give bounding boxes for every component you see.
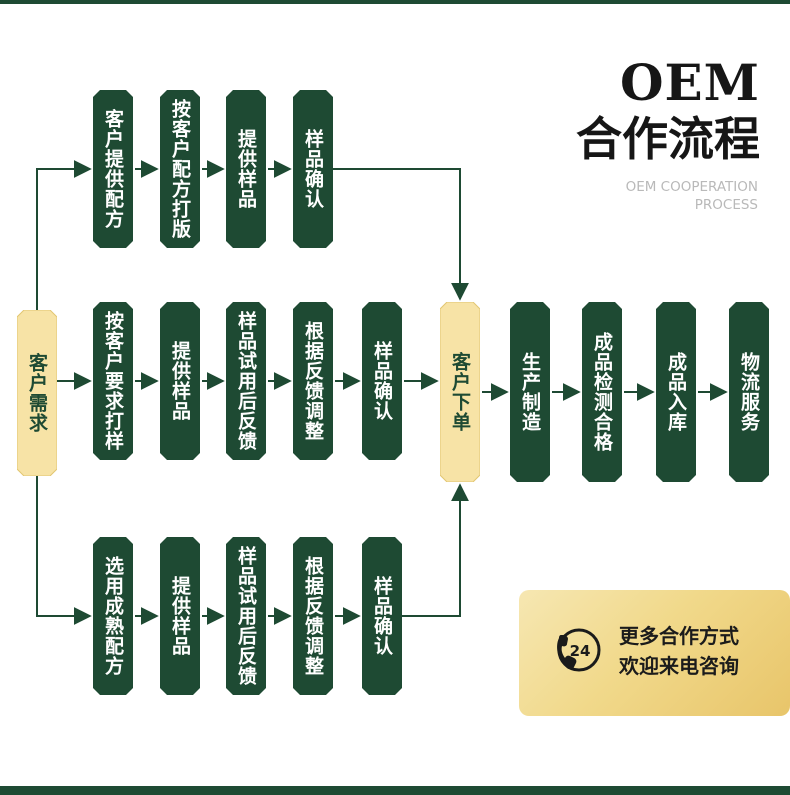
top-step-4-label: 样品确认 (302, 129, 324, 209)
bottom-step-5: 样品确认 (362, 537, 402, 695)
title-english-line-2: PROCESS (694, 197, 758, 213)
page-subtitle: 合作流程 (576, 112, 760, 166)
contact-banner[interactable]: 24 更多合作方式 欢迎来电咨询 (519, 590, 790, 716)
start-to-bottom-arrow (36, 476, 92, 625)
after-step-1-shape (510, 302, 550, 482)
middle-step-3: 样品试用后反馈 (226, 302, 266, 460)
bottom-to-order-arrow (402, 483, 469, 617)
top-step-1: 客户提供配方 (93, 90, 133, 248)
top-step-2: 按客户配方打版 (160, 90, 200, 248)
bottom-step-3-label: 样品试用后反馈 (235, 546, 257, 686)
bottom-step-3: 样品试用后反馈 (226, 537, 266, 695)
phone-badge: 24 (570, 642, 591, 660)
bottom-step-3-shape (226, 537, 266, 695)
top-step-4: 样品确认 (293, 90, 333, 248)
middle-step-5-shape (362, 302, 402, 460)
bottom-step-2-shape (160, 537, 200, 695)
top-step-2-shape (160, 90, 200, 248)
after-step-1: 生产制造 (510, 302, 550, 482)
bottom-step-4-shape (293, 537, 333, 695)
middle-step-2: 提供样品 (160, 302, 200, 460)
middle-step-3-shape (226, 302, 266, 460)
middle-step-4: 根据反馈调整 (293, 302, 333, 460)
bottom-step-4-label: 根据反馈调整 (302, 556, 324, 676)
top-step-1-label: 客户提供配方 (102, 109, 124, 229)
after-step-3: 成品入库 (656, 302, 696, 482)
after-step-3-label: 成品入库 (665, 352, 687, 432)
bottom-step-5-label: 样品确认 (371, 576, 393, 656)
top-step-3: 提供样品 (226, 90, 266, 248)
contact-line-2: 欢迎来电咨询 (619, 654, 739, 678)
middle-step-2-shape (160, 302, 200, 460)
bottom-step-5-shape (362, 537, 402, 695)
start-to-top-arrow (36, 160, 92, 310)
top-to-order-arrow (333, 168, 469, 301)
order-node-shape (440, 302, 480, 482)
top-step-3-label: 提供样品 (235, 129, 257, 209)
bottom-border (0, 786, 790, 795)
start-node-shape (17, 310, 57, 476)
bottom-step-1-shape (93, 537, 133, 695)
phone-24-icon: 24 (557, 628, 601, 672)
bottom-step-4: 根据反馈调整 (293, 537, 333, 695)
middle-step-1-shape (93, 302, 133, 460)
middle-step-2-label: 提供样品 (169, 341, 191, 421)
after-step-2-shape (582, 302, 622, 482)
after-step-3-shape (656, 302, 696, 482)
bottom-step-2: 提供样品 (160, 537, 200, 695)
after-step-2-label: 成品检测合格 (591, 332, 613, 452)
start-node: 客户需求 (17, 310, 57, 476)
top-border (0, 0, 790, 4)
title-english-line-1: OEM COOPERATION (625, 179, 758, 195)
after-step-4-shape (729, 302, 769, 482)
top-step-1-shape (93, 90, 133, 248)
middle-step-1: 按客户要求打样 (93, 302, 133, 460)
middle-step-4-label: 根据反馈调整 (302, 321, 324, 441)
contact-line-1: 更多合作方式 (619, 624, 739, 648)
bottom-step-1-label: 选用成熟配方 (102, 556, 124, 676)
middle-step-4-shape (293, 302, 333, 460)
after-step-2: 成品检测合格 (582, 302, 622, 482)
after-step-4-label: 物流服务 (738, 352, 760, 432)
page-title: OEM (619, 53, 760, 112)
middle-step-1-label: 按客户要求打样 (102, 311, 124, 451)
bottom-step-2-label: 提供样品 (169, 576, 191, 656)
top-step-2-label: 按客户配方打版 (169, 99, 191, 239)
after-step-4: 物流服务 (729, 302, 769, 482)
top-step-4-shape (293, 90, 333, 248)
start-node-label: 客户需求 (26, 353, 48, 433)
page-title-english: OEM COOPERATION PROCESS (560, 178, 758, 214)
top-step-3-shape (226, 90, 266, 248)
middle-step-5: 样品确认 (362, 302, 402, 460)
order-node-label: 客户下单 (449, 352, 471, 432)
middle-step-3-label: 样品试用后反馈 (235, 311, 257, 451)
middle-step-5-label: 样品确认 (371, 341, 393, 421)
after-step-1-label: 生产制造 (519, 352, 541, 432)
order-node: 客户下单 (440, 302, 480, 482)
bottom-step-1: 选用成熟配方 (93, 537, 133, 695)
